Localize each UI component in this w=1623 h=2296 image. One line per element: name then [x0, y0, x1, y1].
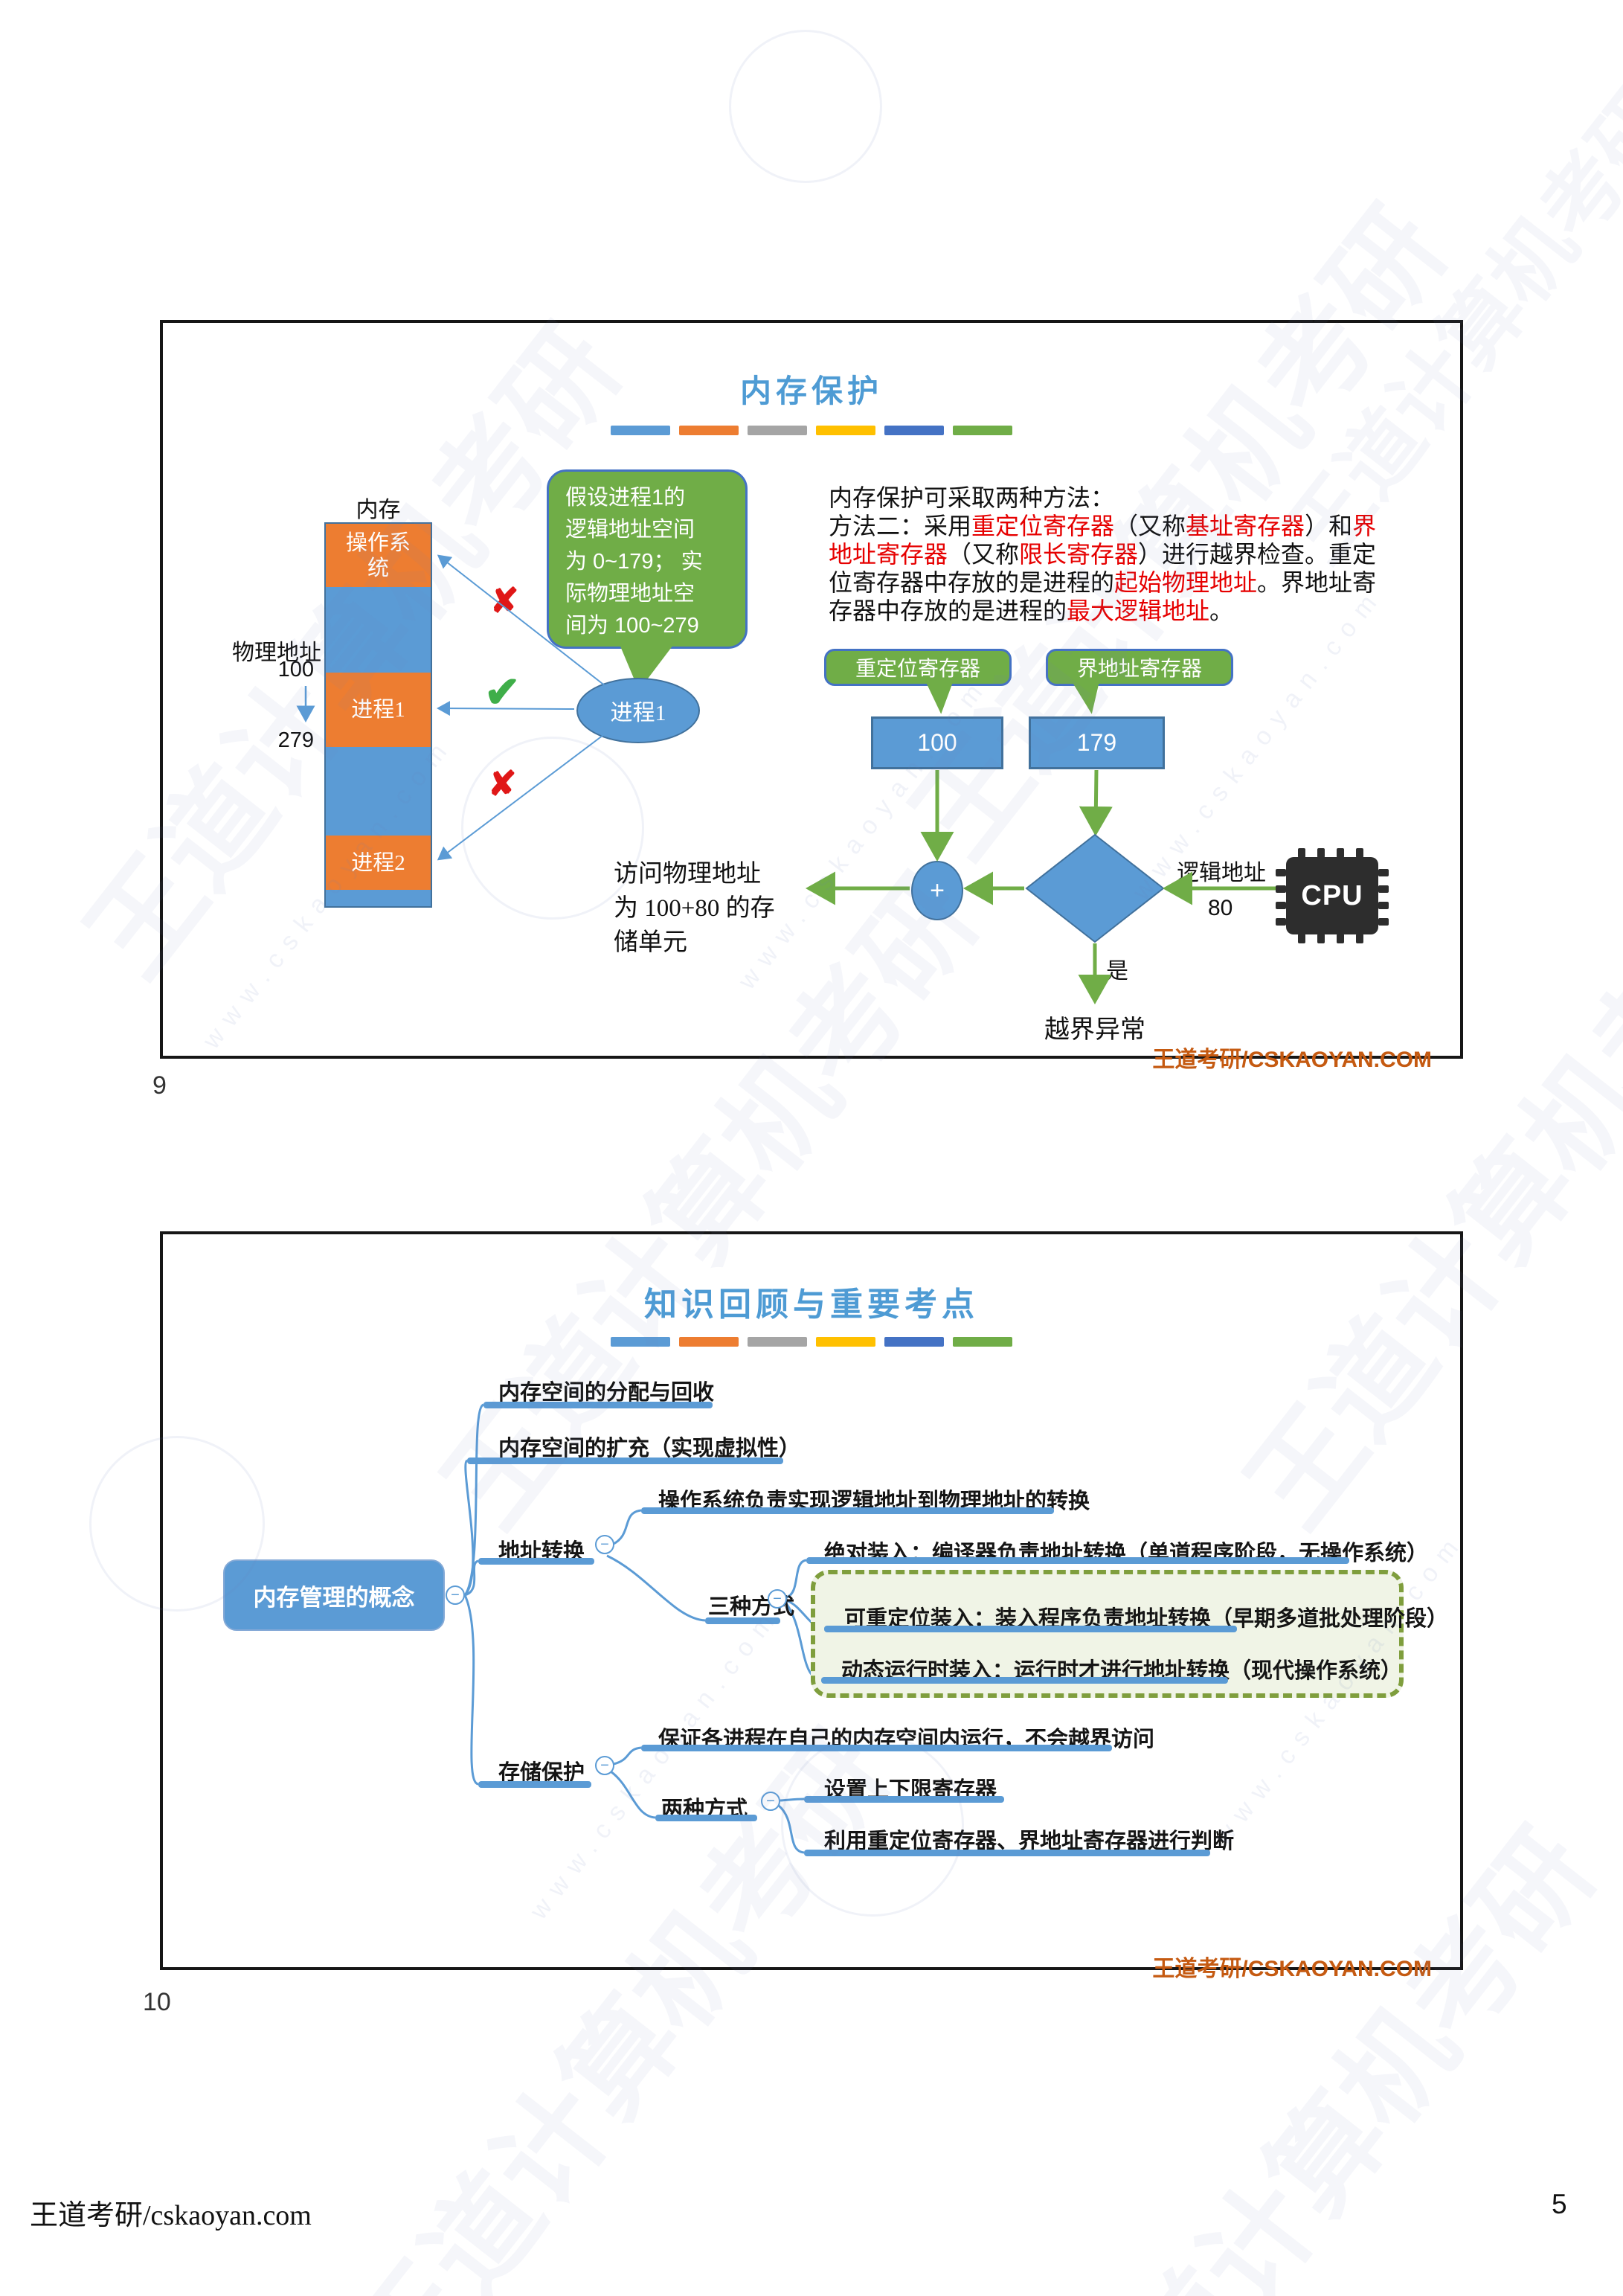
memory-segment-free — [326, 890, 431, 906]
address-end-value: 279 — [277, 728, 314, 752]
memory-segment-free — [326, 747, 431, 836]
collapse-icon: − — [595, 1535, 614, 1554]
cpu-label: CPU — [1286, 857, 1378, 934]
memory-column: 操作系 统 进程1 进程2 — [324, 522, 432, 908]
slide-memory-protection: 内存保护 内存 操作系 统 进程1 进程2 物理地址 100 279 — [160, 320, 1463, 1072]
page-footer-brand: 王道考研/cskaoyan.com — [30, 2200, 312, 2231]
divider-dash — [953, 426, 1012, 435]
adder-node: + — [911, 861, 963, 920]
yes-label: 是 — [1106, 959, 1128, 984]
node-underline — [478, 1781, 591, 1788]
memory-segment-os: 操作系 统 — [326, 524, 431, 587]
divider-dash — [884, 1337, 944, 1347]
callout-tail — [926, 683, 953, 714]
node-underline — [483, 1402, 713, 1408]
memory-title: 内存 — [356, 498, 401, 522]
page-number: 5 — [1552, 2189, 1567, 2219]
node-underline — [821, 1677, 1228, 1684]
memory-segment-process2: 进程2 — [326, 836, 431, 890]
node-underline — [641, 1745, 1112, 1751]
address-start-value: 100 — [277, 658, 314, 682]
slide-knowledge-review: 知识回顾与重要考点 — [160, 1231, 1463, 1981]
relocation-register-value: 100 — [871, 716, 1003, 769]
bound-register-callout: 界地址寄存器 — [1046, 649, 1233, 686]
node-protect: 存储保护 — [498, 1761, 585, 1785]
node-underline — [824, 1626, 1237, 1632]
node-expand: 内存空间的扩充（实现虚拟性） — [498, 1437, 801, 1460]
collapse-icon: − — [446, 1585, 465, 1605]
divider-dash — [679, 426, 739, 435]
logical-address-value: 80 — [1208, 896, 1233, 920]
divider-dash — [816, 1337, 875, 1347]
collapse-icon: − — [595, 1756, 614, 1775]
title-divider — [611, 1337, 1012, 1347]
slide1-page-number: 9 — [152, 1071, 167, 1100]
assumption-callout: 假设进程1的 逻辑地址空间 为 0~179； 实 际物理地址空 间为 100~2… — [547, 469, 748, 649]
brand-footer: 王道考研/CSKAOYAN.COM — [1152, 1048, 1432, 1072]
callout-tail — [1073, 683, 1099, 714]
divider-dash — [884, 426, 944, 435]
node-judge: 利用重定位寄存器、界地址寄存器进行判断 — [824, 1830, 1235, 1853]
cpu-icon: CPU — [1276, 848, 1389, 943]
process1-ellipse: 进程1 — [576, 678, 700, 743]
node-underline — [641, 1507, 1054, 1514]
deny-cross-icon: ✘ — [488, 764, 517, 803]
watermark-seal — [729, 30, 882, 183]
divider-dash — [611, 1337, 670, 1347]
physical-address-label: 物理地址 — [232, 641, 321, 665]
exception-label: 越界异常 — [1044, 1016, 1145, 1044]
divider-dash — [611, 426, 670, 435]
slide2-title: 知识回顾与重要考点 — [644, 1286, 979, 1323]
node-underline — [804, 1796, 1004, 1803]
node-underline — [804, 1850, 1210, 1856]
emphasis-box — [811, 1570, 1404, 1698]
node-underline — [806, 1557, 1349, 1564]
divider-dash — [748, 426, 807, 435]
node-alloc: 内存空间的分配与回收 — [498, 1381, 715, 1405]
divider-dash — [953, 1337, 1012, 1347]
method-paragraph: 内存保护可采取两种方法： 方法二：采用重定位寄存器（又称基址寄存器）和界 地址寄… — [829, 484, 1377, 624]
node-underline — [655, 1815, 757, 1821]
decision-label: 越界? — [1067, 883, 1122, 908]
divider-dash — [816, 426, 875, 435]
brand-footer: 王道考研/CSKAOYAN.COM — [1152, 1957, 1432, 1981]
divider-dash — [748, 1337, 807, 1347]
memory-segment-free — [326, 587, 431, 673]
collapse-icon: − — [768, 1589, 787, 1609]
slide2-page-number: 10 — [143, 1988, 171, 2016]
collapse-icon: − — [761, 1792, 780, 1811]
node-underline — [467, 1458, 783, 1464]
node-underline — [705, 1617, 780, 1624]
access-result-text: 访问物理地址 为 100+80 的存 储单元 — [614, 861, 775, 956]
slide1-title: 内存保护 — [739, 375, 883, 409]
allow-check-icon: ✔ — [484, 668, 521, 716]
relocation-register-callout: 重定位寄存器 — [824, 649, 1012, 686]
logical-address-label: 逻辑地址 — [1177, 861, 1266, 885]
node-underline — [478, 1558, 594, 1565]
divider-dash — [679, 1337, 739, 1347]
mindmap-root: 内存管理的概念 — [223, 1559, 445, 1631]
title-divider — [611, 426, 1012, 435]
memory-segment-process1: 进程1 — [326, 673, 431, 747]
bound-register-value: 179 — [1029, 716, 1165, 769]
deny-cross-icon: ✘ — [490, 581, 519, 620]
